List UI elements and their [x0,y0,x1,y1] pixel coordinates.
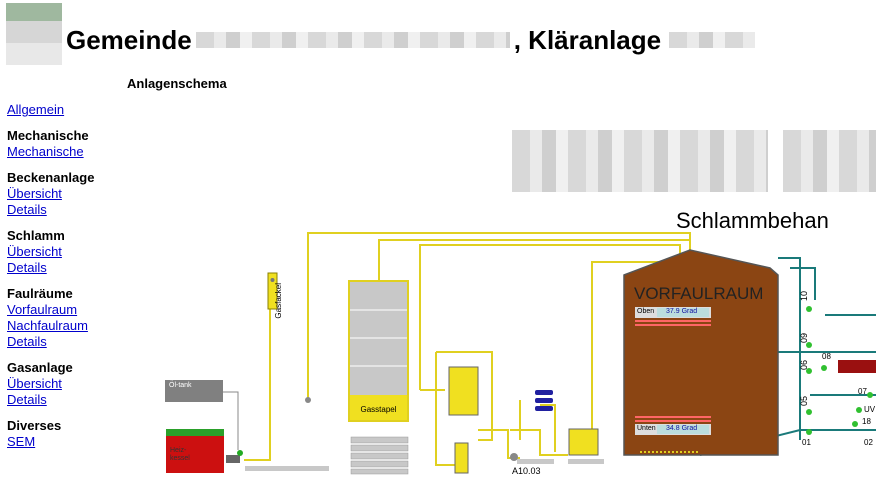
temp-bottom-label: Unten [637,425,656,432]
nav-heading-schlamm: Schlamm [7,228,65,243]
nav-heading-beckenanlage: Beckenanlage [7,170,95,185]
nav-heading-faulraeume: Faulräume [7,286,73,301]
nav-link-nachfaulraum[interactable]: Nachfaulraum [7,318,88,333]
nav-link-schlamm-details[interactable]: Details [7,260,47,275]
pipe-number-18: 18 [862,417,871,426]
pipe-number-01: 01 [802,438,811,447]
nav-link-schlamm-uebersicht[interactable]: Übersicht [7,244,62,259]
gasfackel-label: Gasfackel [274,283,283,319]
nav-link-becken-details[interactable]: Details [7,202,47,217]
temperature-top-panel [635,307,711,326]
nav-allgemein[interactable]: Allgemein [7,102,65,117]
nav-link-becken-uebersicht[interactable]: Übersicht [7,186,62,201]
pipe-number-08: 08 [822,352,831,361]
oeltank-label[interactable]: Öl-tank [169,382,192,389]
temp-top-label: Oben [637,308,655,315]
nav-heading-mechanische: Mechanische [7,128,89,143]
sidebar-nav: Allgemein Mechanische Mechanische Becken… [7,102,117,450]
temp-top-value: 37.9 Grad [666,308,698,315]
temperature-bottom-panel [635,416,711,435]
nav-heading-gasanlage: Gasanlage [7,360,73,375]
pipe-number-05: 05 [799,395,810,407]
nav-link-gas-uebersicht[interactable]: Übersicht [7,376,62,391]
nav-link-vorfaulraum[interactable]: Vorfaulraum [7,302,78,317]
pipe-number-06: 06 [799,359,810,371]
page-subtitle: Anlagenschema [127,76,227,91]
redacted-banner-right [783,130,876,192]
nav-link-gas-details[interactable]: Details [7,392,47,407]
pipe-label-uv: UV [864,405,876,414]
page-header: Gemeinde , Kläranlage [66,22,756,58]
page-title-prefix: Gemeinde [66,24,192,55]
nav-link-faul-details[interactable]: Details [7,334,47,349]
temp-bottom-value: 34.8 Grad [666,425,698,432]
redacted-plant [669,32,756,48]
nav-heading-diverses: Diverses [7,418,62,433]
redacted-municipality [195,32,510,48]
logo [6,3,62,65]
valve-label: A10.03 [512,466,541,476]
heizkessel-label[interactable]: Heiz-kessel [170,447,190,462]
redacted-banner-left [512,130,768,192]
digester-title[interactable]: VORFAULRAUM [634,284,764,303]
nav-link-sem[interactable]: SEM [7,434,36,449]
pipe-number-09: 09 [799,332,810,344]
gas-pipes [244,232,691,466]
pipe-number-02: 02 [864,438,873,447]
schema-section-title: Schlammbehan [676,208,829,233]
nav-link-mechanische[interactable]: Mechanische [7,144,84,159]
sludge-pipes [699,257,876,456]
page-title-suffix: , Kläranlage [513,24,662,55]
pipe-number-10: 10 [799,290,810,302]
gastapel-label[interactable]: Gasstapel [360,405,397,414]
pipe-number-07: 07 [858,387,867,396]
